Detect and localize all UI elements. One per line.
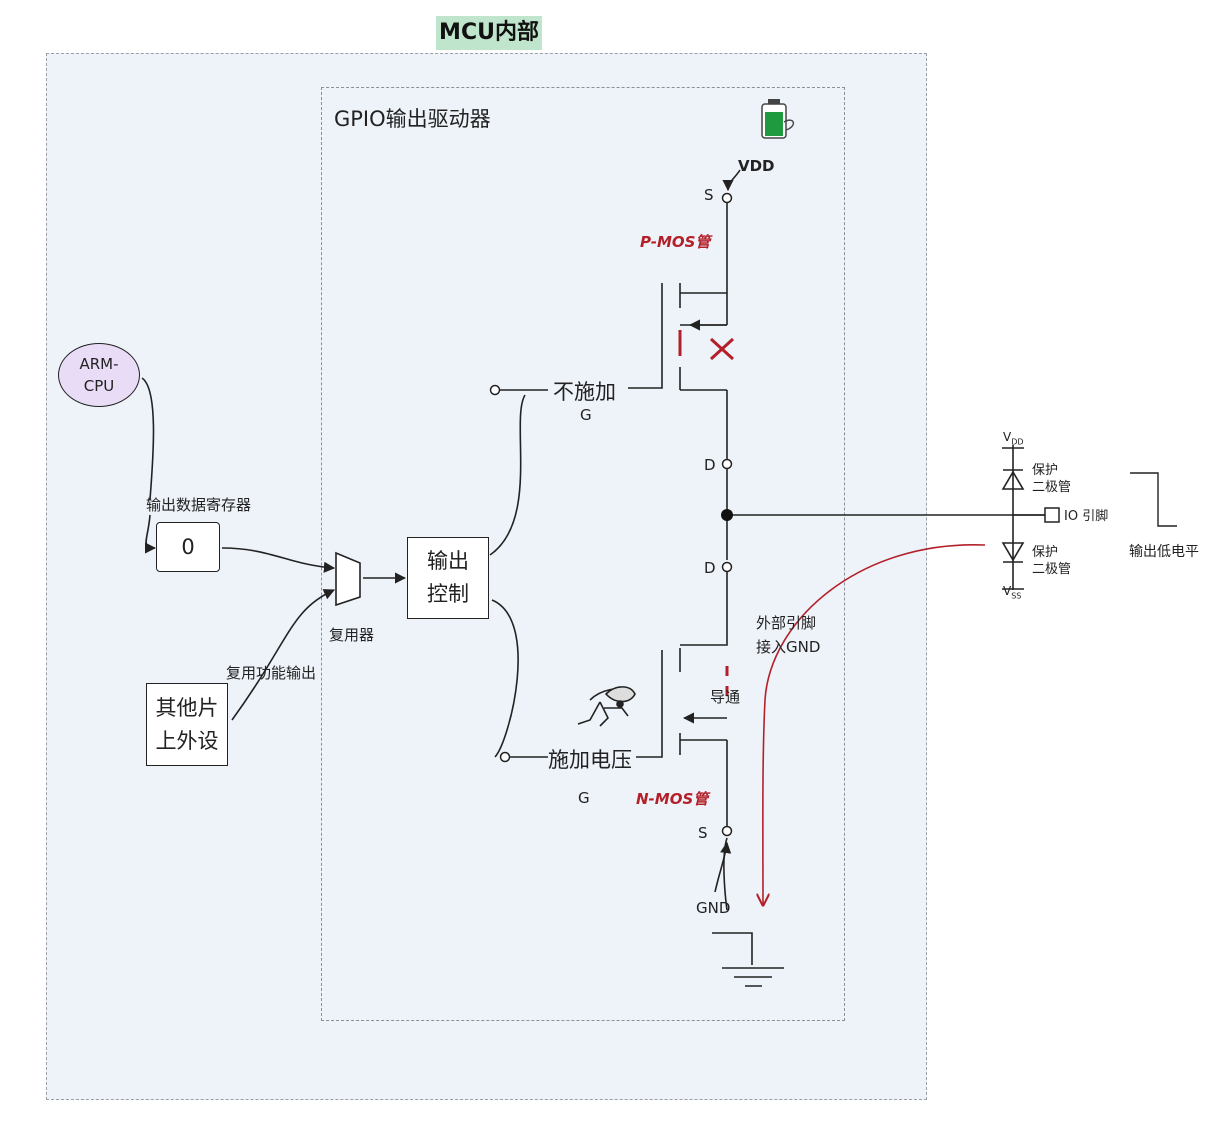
nmos-source-label: S bbox=[698, 824, 708, 842]
pmos-label: P-MOS管 bbox=[640, 233, 711, 251]
nmos-gate-label: G bbox=[578, 789, 590, 807]
upper-diode-line2: 二极管 bbox=[1032, 480, 1072, 495]
arm-cpu-line1: ARM- bbox=[79, 355, 119, 373]
nmos-drain-label: D bbox=[704, 559, 716, 577]
pmos-drain-label: D bbox=[704, 456, 716, 474]
arm-cpu-node: ARM- CPU bbox=[58, 343, 140, 407]
register-value: 0 bbox=[181, 535, 195, 559]
lower-diode-label: 保护 二极管 bbox=[1032, 544, 1071, 578]
arm-cpu-line2: CPU bbox=[83, 377, 115, 395]
external-note-line1: 外部引脚 bbox=[756, 614, 817, 632]
output-data-register: 0 bbox=[156, 522, 220, 572]
mux-label: 复用器 bbox=[329, 626, 375, 644]
external-pin-note: 外部引脚 接入GND bbox=[756, 611, 820, 659]
gpio-title: GPIO输出驱动器 bbox=[334, 107, 491, 131]
output-level-label: 输出低电平 bbox=[1129, 544, 1199, 560]
vdd-label: VDD bbox=[738, 157, 775, 175]
pmos-gate-text: 不施加 bbox=[553, 380, 616, 404]
pmos-gate-label: G bbox=[580, 406, 592, 424]
gpio-driver-boundary bbox=[321, 87, 845, 1021]
vdd-rail-sub: DD bbox=[1011, 437, 1024, 447]
alt-function-label: 复用功能输出 bbox=[226, 664, 317, 682]
gnd-label: GND bbox=[696, 899, 731, 917]
output-control-line2: 控制 bbox=[427, 582, 469, 606]
mcu-title: MCU内部 bbox=[436, 16, 542, 50]
nmos-state: 导通 bbox=[710, 688, 741, 706]
lower-diode-line2: 二极管 bbox=[1032, 562, 1072, 577]
vss-rail-label: VSS bbox=[1003, 584, 1021, 600]
external-note-line2: 接入GND bbox=[756, 638, 821, 656]
vss-rail-sub: SS bbox=[1011, 591, 1022, 601]
io-pin-label: IO 引脚 bbox=[1064, 509, 1109, 524]
vdd-rail-label: VDD bbox=[1003, 430, 1024, 446]
battery-icon bbox=[761, 99, 794, 139]
upper-diode-label: 保护 二极管 bbox=[1032, 462, 1071, 496]
lower-diode-line1: 保护 bbox=[1032, 545, 1059, 560]
nmos-gate-text: 施加电压 bbox=[548, 748, 632, 772]
vdd-rail-v: V bbox=[1003, 430, 1012, 444]
peripheral-box: 其他片 上外设 bbox=[146, 683, 228, 766]
peripheral-line2: 上外设 bbox=[155, 728, 219, 753]
upper-diode-line1: 保护 bbox=[1032, 463, 1059, 478]
register-label: 输出数据寄存器 bbox=[146, 496, 252, 514]
person-pushing-icon bbox=[577, 686, 636, 727]
peripheral-line1: 其他片 bbox=[155, 695, 219, 720]
nmos-label: N-MOS管 bbox=[636, 790, 709, 808]
output-control-line1: 输出 bbox=[427, 549, 469, 573]
pmos-source-label: S bbox=[704, 186, 714, 204]
output-control-box: 输出 控制 bbox=[407, 537, 489, 619]
vss-rail-v: V bbox=[1003, 584, 1012, 598]
